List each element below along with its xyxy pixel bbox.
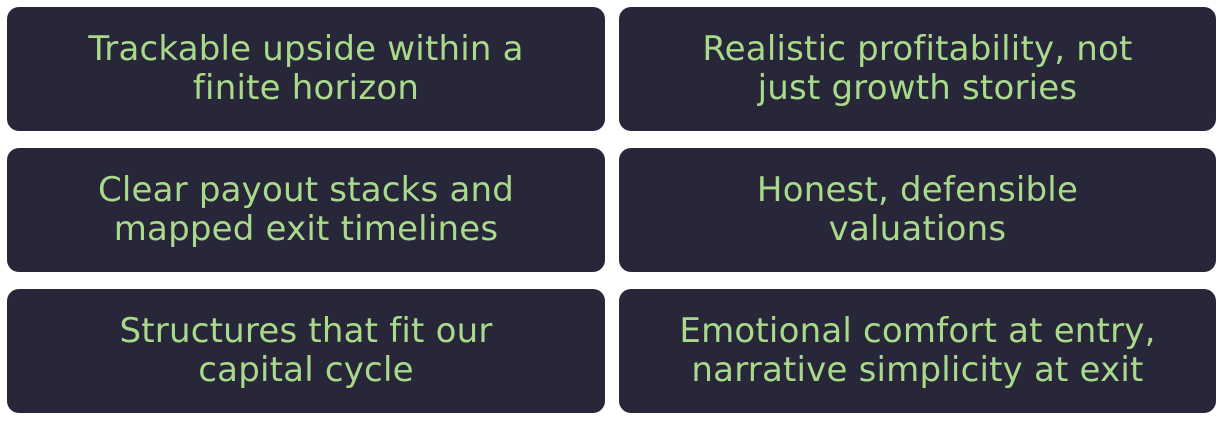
criteria-card-trackable-upside: Trackable upside within a finite horizon [7, 7, 605, 131]
criteria-card-text: Clear payout stacks and mapped exit time… [97, 170, 515, 249]
criteria-grid: Trackable upside within a finite horizon… [7, 7, 1216, 413]
criteria-card-honest-valuations: Honest, defensible valuations [619, 148, 1216, 272]
criteria-card-realistic-profitability: Realistic profitability, not just growth… [619, 7, 1216, 131]
criteria-card-text: Structures that fit our capital cycle [119, 311, 493, 390]
criteria-card-text: Realistic profitability, not just growth… [702, 29, 1133, 108]
criteria-card-text: Honest, defensible valuations [756, 170, 1079, 249]
criteria-card-emotional-comfort: Emotional comfort at entry, narrative si… [619, 289, 1216, 413]
criteria-card-text: Trackable upside within a finite horizon [88, 29, 524, 108]
criteria-card-clear-payout: Clear payout stacks and mapped exit time… [7, 148, 605, 272]
criteria-card-text: Emotional comfort at entry, narrative si… [679, 311, 1156, 390]
criteria-card-structures: Structures that fit our capital cycle [7, 289, 605, 413]
